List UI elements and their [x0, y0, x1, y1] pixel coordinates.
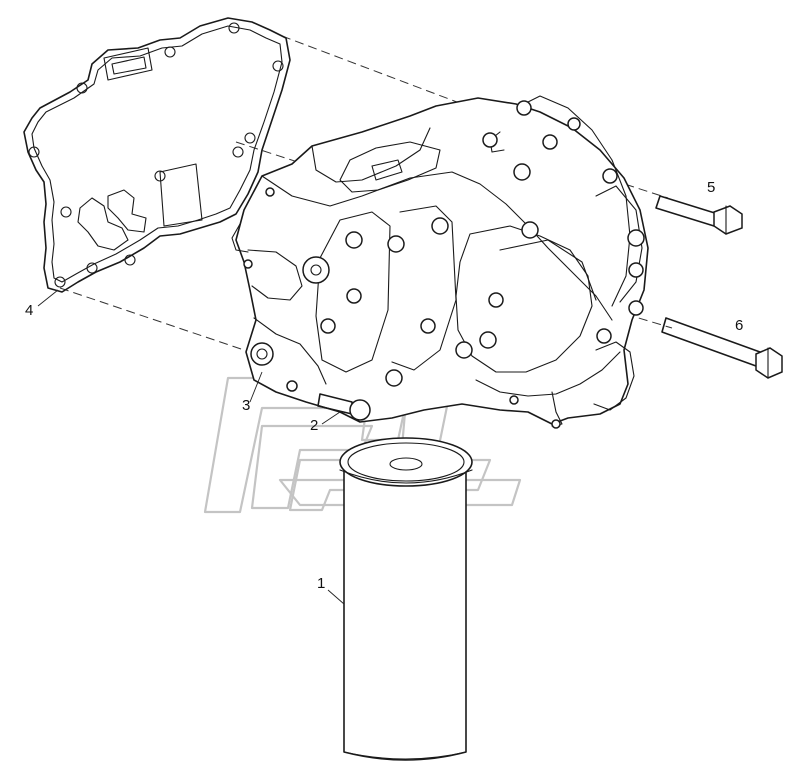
bolt-item-2 [317, 393, 371, 421]
oil-filter-cartridge [339, 437, 473, 761]
gasket [23, 17, 291, 293]
callout-6: 6 [735, 317, 744, 334]
filter-housing [231, 95, 649, 429]
bolt-item-5 [655, 195, 743, 235]
callout-5: 5 [707, 179, 716, 196]
callout-3: 3 [242, 397, 251, 414]
callout-2: 2 [310, 417, 319, 434]
callout-1: 1 [317, 575, 326, 592]
leader-lines [37, 289, 345, 605]
bolt-item-6 [661, 317, 783, 379]
callout-4: 4 [25, 302, 34, 319]
